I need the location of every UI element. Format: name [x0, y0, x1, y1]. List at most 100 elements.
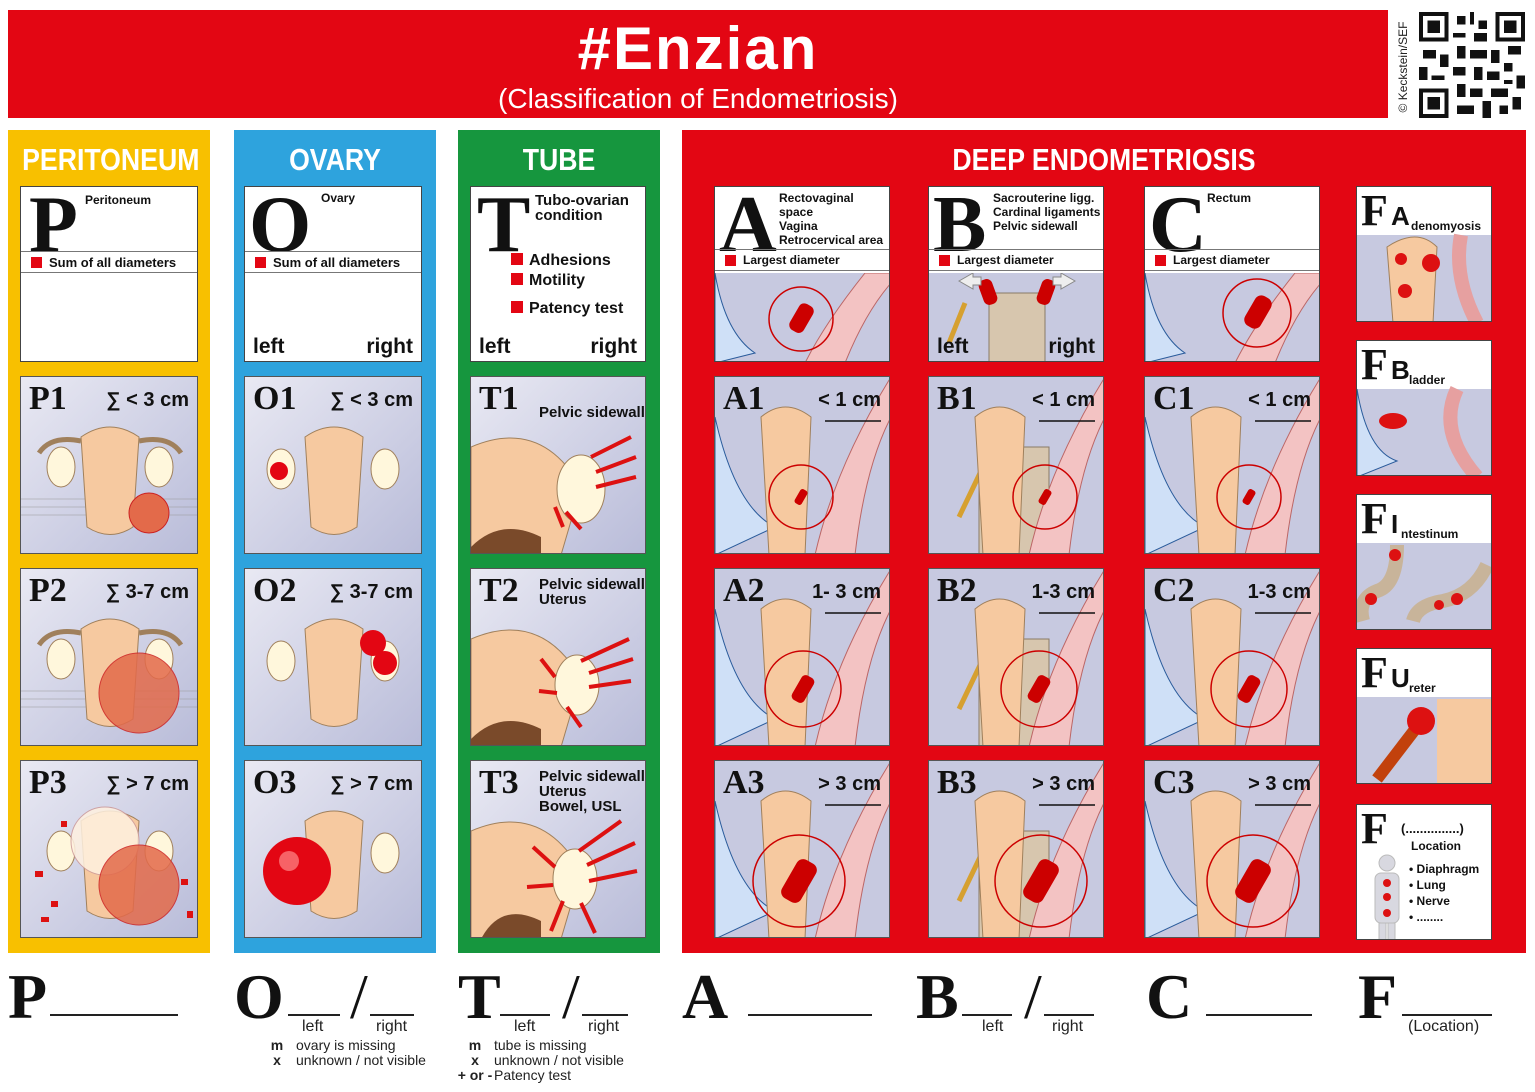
formula-o-right-label: right — [376, 1018, 408, 1035]
formula-t-right-blank[interactable] — [582, 1014, 628, 1016]
formula-o-right-blank[interactable] — [370, 1014, 414, 1016]
red-square-icon — [1155, 255, 1166, 266]
body-location-icon — [1374, 854, 1400, 939]
ovary-illustration-icon — [266, 426, 400, 535]
stage-p3[interactable]: P3 ∑ > 7 cm — [20, 760, 198, 938]
f-other-location: Location — [1411, 839, 1461, 853]
peritoneum-letter: P — [29, 186, 78, 269]
compartment-b-measure-row: Largest diameter — [929, 249, 1103, 271]
compartment-illustration-icon — [929, 569, 1103, 745]
stage-o3-value: ∑ > 7 cm — [330, 773, 413, 795]
compartment-b-illustration-icon — [929, 273, 1103, 361]
formula-b-right-blank[interactable] — [1044, 1014, 1094, 1016]
tube-illustration-icon — [471, 435, 637, 553]
stage-o1[interactable]: O1 ∑ < 3 cm — [244, 376, 422, 554]
stage-t1-label: T1 — [479, 380, 519, 417]
stage-c1[interactable]: C1< 1 cm — [1144, 376, 1320, 554]
formula-t-right-label: right — [588, 1018, 620, 1035]
stage-p2-label: P2 — [29, 572, 67, 609]
f-letter: F — [1361, 340, 1388, 389]
formula-c-blank[interactable] — [1206, 1014, 1312, 1016]
ovary-measure: Sum of all diameters — [273, 255, 401, 270]
compartment-c-card: C Rectum Largest diameter — [1144, 186, 1320, 362]
f-letter: F — [1361, 648, 1388, 697]
formula-p-blank[interactable] — [50, 1014, 178, 1016]
stage-label: B3 — [937, 764, 977, 801]
compartment-a-letter: A — [719, 186, 777, 269]
compartment-b-letter: B — [933, 186, 987, 269]
uterus-illustration-icon — [21, 618, 197, 734]
f-intestinum-card[interactable]: F I ntestinum — [1356, 494, 1492, 630]
f-bladder-card[interactable]: F B ladder — [1356, 340, 1492, 476]
stage-label: C3 — [1153, 764, 1195, 801]
ureter-illustration-icon — [1357, 697, 1491, 783]
formula-f-blank[interactable] — [1402, 1014, 1492, 1016]
f-letter: F — [1361, 804, 1388, 853]
stage-value: > 3 cm — [1032, 773, 1095, 795]
f-adenomyosis-card[interactable]: F A denomyosis — [1356, 186, 1492, 322]
compartment-c-desc: Rectum — [1207, 191, 1252, 205]
f-letter: F — [1361, 494, 1388, 543]
f-other-paren: (...............) — [1401, 821, 1464, 836]
formula-c: C — [1146, 961, 1193, 1032]
stage-t3-label: T3 — [479, 764, 519, 801]
tube-item-list: Adhesions Motility Patency test — [511, 251, 623, 319]
stage-o2[interactable]: O2 ∑ 3-7 cm — [244, 568, 422, 746]
formula-t-left-blank[interactable] — [500, 1014, 550, 1016]
formula-b-right-label: right — [1052, 1018, 1084, 1035]
formula-f-location-label: (Location) — [1408, 1018, 1480, 1035]
f-sub-b: B — [1391, 355, 1410, 385]
stage-b3[interactable]: B3 > 3 cm — [928, 760, 1104, 938]
ovary-name: Ovary — [321, 191, 356, 205]
formula-o-left-label: left — [302, 1018, 324, 1035]
stage-c3[interactable]: C3> 3 cm — [1144, 760, 1320, 938]
compartment-c-letter: C — [1149, 186, 1207, 269]
stage-o3[interactable]: O3 ∑ > 7 cm — [244, 760, 422, 938]
tube-card: T Tubo-ovarian condition Adhesions Motil… — [470, 186, 646, 362]
compartment-illustration-icon — [929, 761, 1103, 937]
stage-p2[interactable]: P2 ∑ 3-7 cm — [20, 568, 198, 746]
formula-o-slash: / — [350, 961, 368, 1032]
formula-a: A — [682, 961, 729, 1032]
red-square-icon — [31, 257, 42, 268]
stage-a1[interactable]: A1< 1 cm — [714, 376, 890, 554]
f-ureter-card[interactable]: F U reter — [1356, 648, 1492, 784]
stage-o1-label: O1 — [253, 380, 297, 417]
copyright: © Keckstein/SEF — [1396, 21, 1410, 113]
stage-p1[interactable]: P1 ∑ < 3 cm — [20, 376, 198, 554]
stage-o2-label: O2 — [253, 572, 297, 609]
stage-b1[interactable]: B1< 1 cm — [928, 376, 1104, 554]
stage-label: C2 — [1153, 572, 1195, 609]
stage-value: < 1 cm — [1032, 389, 1095, 411]
formula-t-slash: / — [562, 961, 580, 1032]
formula-b-left-blank[interactable] — [962, 1014, 1012, 1016]
stage-o2-value: ∑ 3-7 cm — [329, 581, 413, 603]
formula-a-blank[interactable] — [748, 1014, 872, 1016]
stage-t1[interactable]: T1 Pelvic sidewall — [470, 376, 646, 554]
header-banner: #Enzian (Classification of Endometriosis… — [8, 10, 1388, 118]
stage-a3[interactable]: A3> 3 cm — [714, 760, 890, 938]
stage-label: A3 — [723, 764, 765, 801]
peritoneum-name: Peritoneum — [85, 193, 152, 207]
formula-o: O — [234, 961, 284, 1032]
formula-o-left-blank[interactable] — [288, 1014, 340, 1016]
red-square-icon — [255, 257, 266, 268]
compartment-b-right: right — [1048, 335, 1095, 358]
tube-illustration-icon — [471, 629, 634, 745]
ovary-letter: O — [249, 186, 312, 269]
stage-value: 1-3 cm — [1031, 581, 1095, 603]
qr-code-icon[interactable] — [1418, 12, 1526, 118]
f-other-card[interactable]: F (...............) Location • Diaphragm… — [1356, 804, 1492, 940]
stage-p3-value: ∑ > 7 cm — [106, 773, 189, 795]
stage-o1-value: ∑ < 3 cm — [330, 389, 413, 411]
